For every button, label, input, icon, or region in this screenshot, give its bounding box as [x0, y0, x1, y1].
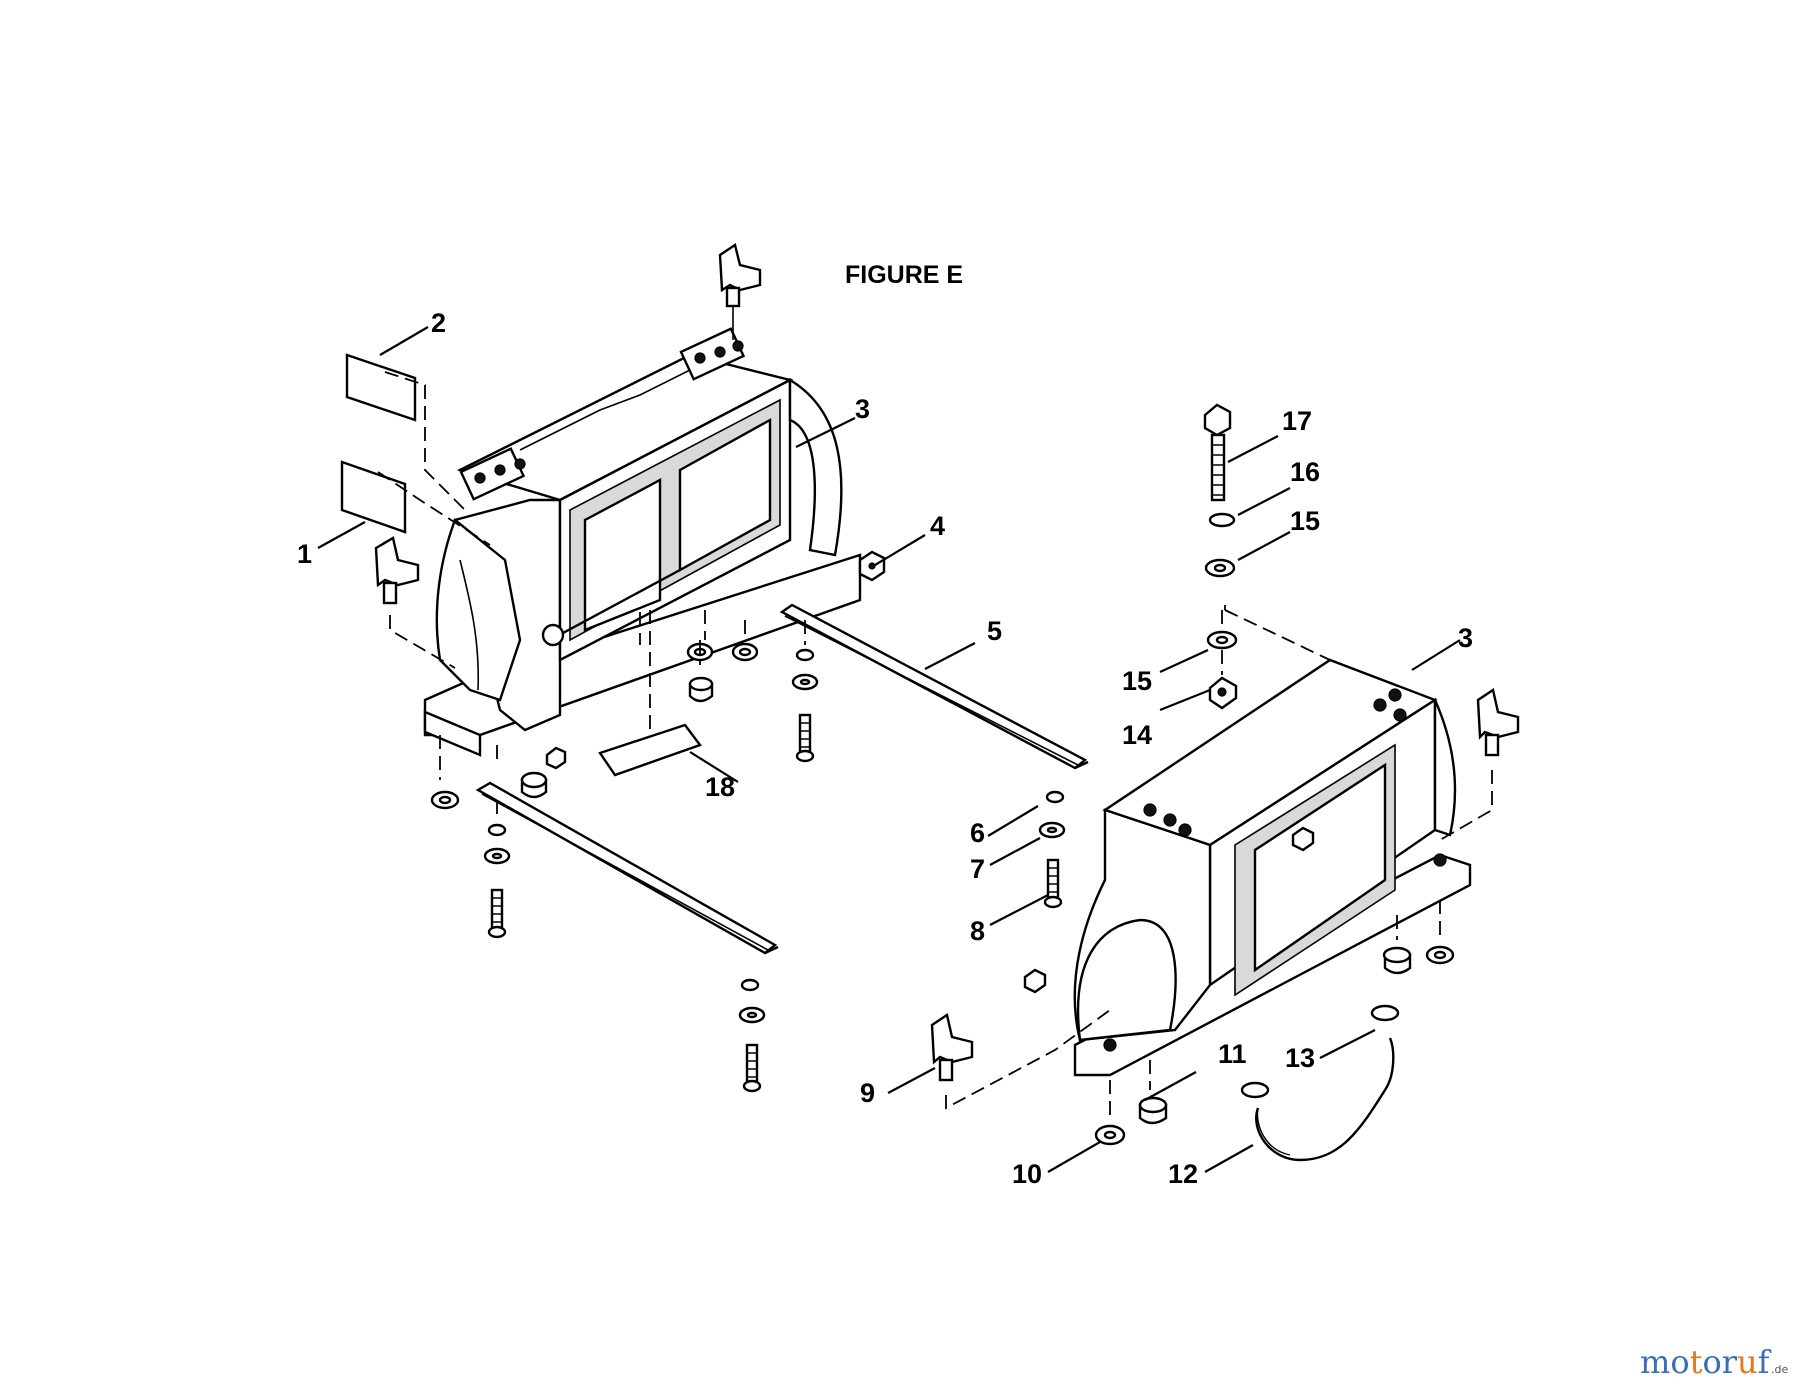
right-brace-fasteners-upper: [1038, 790, 1066, 909]
callout-11: 11: [1218, 1039, 1247, 1069]
watermark-suffix: .de: [1771, 1363, 1788, 1376]
washer-13: [1370, 1004, 1400, 1022]
flat-washer-15-top: [1204, 558, 1236, 578]
wing-knob-left: [374, 536, 456, 669]
callout-18: 18: [705, 772, 735, 802]
watermark-letter: r: [1722, 1343, 1738, 1381]
washer-10: [1094, 1080, 1126, 1146]
watermark-letter: m: [1640, 1343, 1670, 1381]
callout-17: 17: [1282, 406, 1312, 436]
wing-knob-top-left: [718, 243, 762, 340]
right-bottom-hardware: [1023, 900, 1455, 994]
washer-12: [1240, 1081, 1270, 1099]
cord-12: [1255, 1037, 1395, 1162]
leader-lines: [317, 326, 1461, 1173]
mid-brace-fasteners: [791, 620, 819, 763]
wing-knob-9: [930, 1009, 1111, 1110]
label-plate-18: [598, 610, 702, 777]
callout-14: 14: [1122, 720, 1152, 750]
callout-7: 7: [970, 854, 985, 884]
watermark-letter: o: [1702, 1343, 1721, 1381]
bolt-17: [1203, 403, 1232, 502]
callouts: 1 2 3 3 4 5 6 7 8 9 10 11 12 13 14 15 15…: [297, 308, 1473, 1189]
callout-12: 12: [1168, 1159, 1198, 1189]
lock-washer-16: [1208, 512, 1236, 528]
bumper-11: [1138, 1060, 1168, 1125]
left-leg-assembly: [423, 327, 862, 757]
callout-13: 13: [1285, 1043, 1315, 1073]
callout-3-right: 3: [1458, 623, 1473, 653]
left-brace-fasteners: [483, 800, 511, 939]
watermark-letter: u: [1737, 1343, 1758, 1381]
callout-6: 6: [970, 818, 985, 848]
callout-1: 1: [297, 539, 312, 569]
brace-lower: [475, 781, 779, 955]
callout-9: 9: [860, 1078, 875, 1108]
callout-15-upper: 15: [1290, 506, 1320, 536]
left-bottom-hardware: [430, 610, 759, 810]
label-plate-1: [340, 460, 407, 534]
flat-washer-15-mid: [1206, 630, 1238, 650]
wing-knob-right: [1439, 688, 1520, 841]
callout-2: 2: [431, 308, 446, 338]
watermark-text: motoruf: [1640, 1343, 1772, 1381]
callout-10: 10: [1012, 1159, 1042, 1189]
watermark-letter: t: [1690, 1343, 1703, 1381]
figure-title: FIGURE E: [845, 261, 963, 289]
callout-16: 16: [1290, 457, 1320, 487]
nut-4: [858, 550, 886, 582]
nut-14: [1208, 676, 1238, 710]
callout-4: 4: [930, 511, 945, 541]
callout-3-left: 3: [855, 394, 870, 424]
callout-5: 5: [987, 616, 1002, 646]
watermark-letter: o: [1670, 1343, 1689, 1381]
brace-5: [779, 603, 1089, 770]
right-leg-assembly: [1073, 658, 1472, 1077]
watermark-letter: f: [1758, 1343, 1772, 1381]
watermark-logo: motoruf .de: [1640, 1343, 1788, 1381]
right-brace-fasteners-lower: [738, 978, 766, 1093]
callout-8: 8: [970, 916, 985, 946]
callout-15-lower: 15: [1122, 666, 1152, 696]
label-plate-2: [345, 353, 417, 422]
